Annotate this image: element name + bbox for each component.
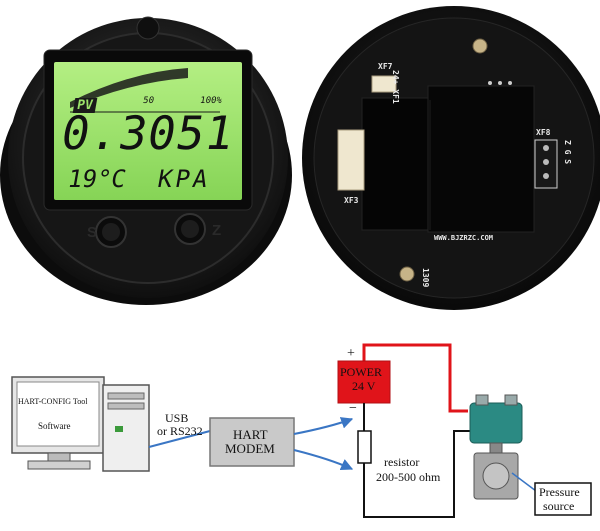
power-label-line2: 24 V <box>352 379 376 393</box>
lcd-temperature: 19°C <box>65 165 129 193</box>
silk-url: WWW.BJZRZC.COM <box>434 234 494 242</box>
computer-tower <box>102 384 150 472</box>
power-plus-sign: + <box>347 346 355 361</box>
resistor-symbol <box>357 430 372 464</box>
resistor-label-line1: resistor <box>384 455 420 469</box>
silk-xf8: XF8 <box>536 128 551 137</box>
pressure-source-label-line1: Pressure <box>539 485 580 499</box>
silk-xf3: XF3 <box>344 196 359 205</box>
lcd-scale-max: 100% <box>199 96 223 106</box>
hart-modem-box <box>209 417 295 467</box>
computer-title-label: HART-CONFIG Tool <box>18 397 88 406</box>
computer-monitor <box>11 376 105 470</box>
pcb-board-photo <box>302 6 600 310</box>
lcd-unit: KPA <box>155 165 213 193</box>
button-s-label: S <box>87 224 98 241</box>
silk-code: 1309 <box>421 268 430 288</box>
silk-xf8-pins: Z G S <box>563 140 572 165</box>
usb-label: USB <box>165 411 189 425</box>
pressure-source-box <box>534 482 592 516</box>
pressure-source-label-line2: source <box>543 499 575 513</box>
silk-xf7: XF7 <box>378 62 393 71</box>
button-z-label: Z <box>212 222 222 239</box>
modem-label-line2: MODEM <box>225 441 275 456</box>
rs232-label: or RS232 <box>157 424 203 438</box>
silk-xf1: 24+ XF1 <box>391 70 400 104</box>
computer-software-label: Software <box>38 421 71 431</box>
wiring-diagram <box>11 343 592 518</box>
modem-label-line1: HART <box>233 427 268 442</box>
pressure-transmitter <box>469 394 523 500</box>
power-supply-box <box>337 360 391 404</box>
lcd-meter-photo <box>0 16 292 305</box>
power-minus-sign: − <box>349 401 357 416</box>
lcd-main-value: 0.3051 <box>57 106 239 160</box>
resistor-label-line2: 200-500 ohm <box>376 470 441 484</box>
lcd-scale-mid: 50 <box>142 96 155 106</box>
power-label-line1: POWER <box>340 365 382 379</box>
device-photos <box>0 6 600 310</box>
